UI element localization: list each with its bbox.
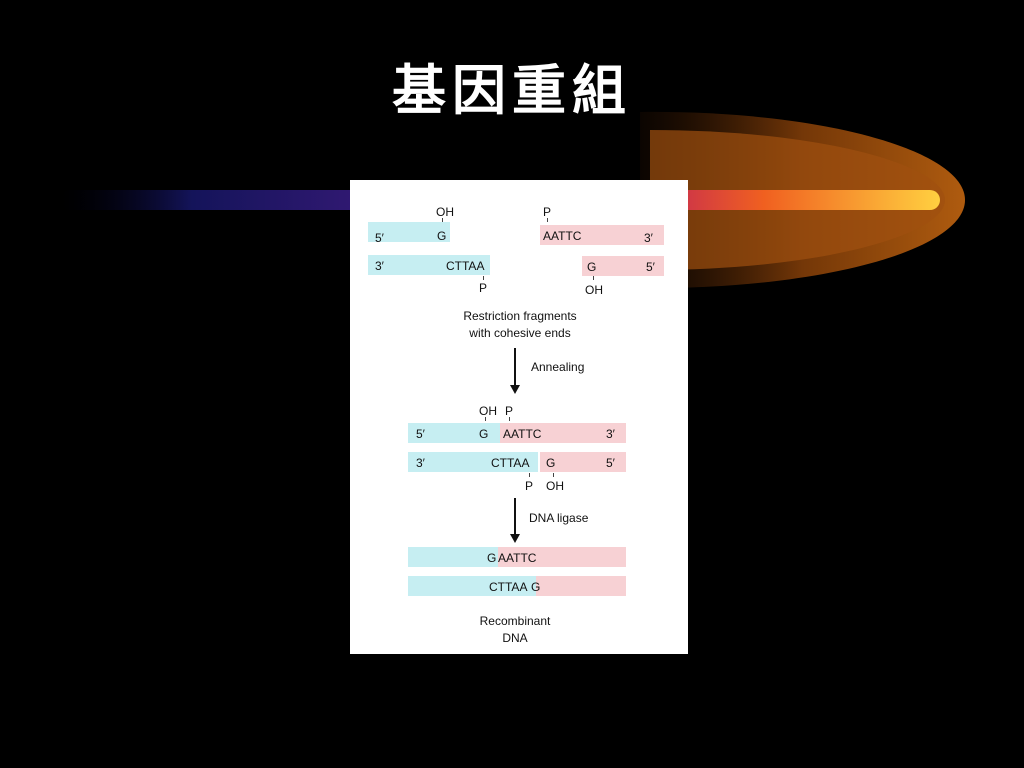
annealed-top-aattc-label: AATTC <box>503 427 542 441</box>
right-fragment-top-strand <box>540 225 664 245</box>
annealing-label: Annealing <box>531 360 585 374</box>
ligase-arrow-head <box>510 534 520 543</box>
annealed-right-top-strand <box>500 423 626 443</box>
ligase-arrow <box>514 498 516 535</box>
recombinant-left-bottom-strand <box>408 576 536 596</box>
annealed-bottom-oh-label: OH <box>546 479 564 493</box>
annealed-right-bottom-strand <box>540 452 626 472</box>
recombinant-right-top-strand <box>498 547 626 567</box>
annealed-top-g-label: G <box>479 427 489 441</box>
right-bottom-oh-label: OH <box>585 283 603 297</box>
annealing-arrow-head <box>510 385 520 394</box>
right-top-p-label: P <box>543 205 552 219</box>
left-fragment-top-strand <box>368 222 450 242</box>
right-bottom-g-label: G <box>587 260 597 274</box>
left-top-g-label: G <box>437 229 447 243</box>
annealed-bottom-g-label: G <box>546 456 556 470</box>
recombinant-right-bottom-strand <box>536 576 626 596</box>
annealed-bottom-cttaa-label: CTTAA <box>491 456 530 470</box>
recombinant-bottom-cttaa-label: CTTAA <box>489 580 528 594</box>
right-bottom-5prime-label: 5′ <box>646 260 655 274</box>
annealed-p-label: P <box>505 404 514 418</box>
caption-dna: DNA <box>502 631 528 645</box>
left-bottom-3prime-label: 3′ <box>375 259 384 273</box>
recombinant-bottom-g-label: G <box>531 580 541 594</box>
annealed-left-bottom-strand <box>408 452 538 472</box>
recombinant-left-top-strand <box>408 547 498 567</box>
slide-title: 基因重組 <box>392 58 632 122</box>
annealed-bottom-p-label: P <box>525 479 534 493</box>
right-top-3prime-label: 3′ <box>644 231 653 245</box>
right-fragment-bottom-strand <box>582 256 664 276</box>
left-bottom-p-label: P <box>479 281 488 295</box>
left-top-5prime-label: 5′ <box>375 231 384 245</box>
right-top-aattc-label: AATTC <box>543 229 582 243</box>
annealing-arrow <box>514 348 516 386</box>
annealed-bottom-5prime-label: 5′ <box>606 456 615 470</box>
diagram-panel: OH 5′ G 3′ CTTAA P P AATTC 3′ G 5′ OH Re… <box>350 180 688 654</box>
annealed-left-top-strand <box>408 423 500 443</box>
caption-recombinant: Recombinant <box>479 614 551 628</box>
left-top-oh-label: OH <box>436 205 454 219</box>
recombinant-top-aattc-label: AATTC <box>498 551 537 565</box>
caption-cohesive-ends: with cohesive ends <box>469 326 571 340</box>
annealed-bottom-3prime-label: 3′ <box>416 456 425 470</box>
left-bottom-cttaa-label: CTTAA <box>446 259 485 273</box>
annealed-top-3prime-label: 3′ <box>606 427 615 441</box>
annealed-top-5prime-label: 5′ <box>416 427 425 441</box>
recombinant-top-g-label: G <box>487 551 497 565</box>
caption-restriction-fragments: Restriction fragments <box>463 309 577 323</box>
annealed-oh-label: OH <box>479 404 497 418</box>
left-fragment-bottom-strand <box>368 255 490 275</box>
dna-ligase-label: DNA ligase <box>529 511 589 525</box>
